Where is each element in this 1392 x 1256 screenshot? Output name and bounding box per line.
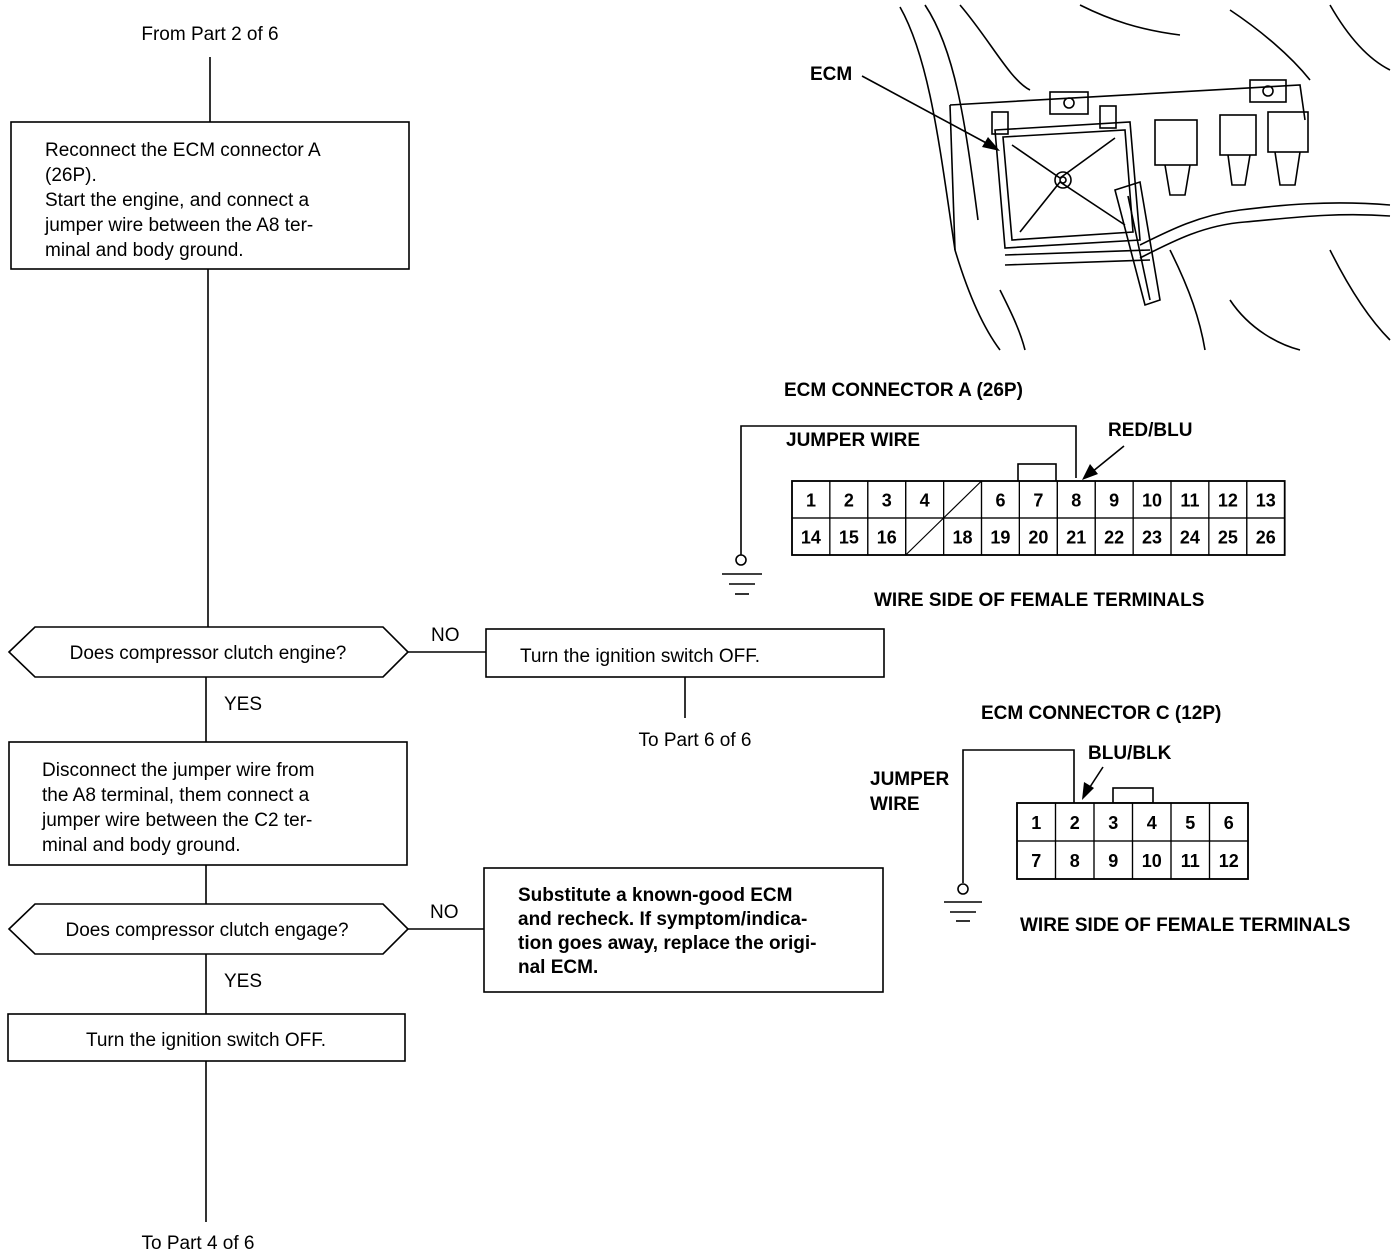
connector-c-terminal-7: 7 [1031, 851, 1041, 871]
step-box-disconnect [8, 741, 408, 866]
step-box-reconnect-line1: Reconnect the ECM connector A [45, 140, 321, 161]
connector-a-terminal-13: 13 [1256, 491, 1276, 511]
step-box-reconnect-line2: (26P). [45, 165, 97, 186]
connector-a-jumper-wire [740, 425, 1077, 555]
connector-c-terminal-1: 1 [1031, 813, 1041, 833]
connector-a-terminal-26: 26 [1256, 528, 1276, 548]
connector-c-diagram: ECM CONNECTOR C (12P) BLU/BLK JUMPER WIR… [870, 703, 1350, 936]
yes-label-1: YES [224, 694, 262, 715]
connector-a-empty-cavity [905, 517, 945, 556]
connector-c-terminal-10: 10 [1142, 851, 1162, 871]
ecm-pointer-line [861, 75, 991, 146]
step-box-substitute-line4: nal ECM. [518, 957, 598, 978]
step-box-disconnect-line2: the A8 terminal, them connect a [42, 785, 310, 806]
connector-c-cell [1208, 840, 1249, 880]
step-box-disconnect-line4: minal and body ground. [42, 835, 241, 856]
to-part-4-label: To Part 4 of 6 [141, 1233, 254, 1254]
yes-label-2: YES [224, 971, 262, 992]
step-box-substitute-line2: and recheck. If symptom/indica- [518, 909, 807, 930]
step-box-reconnect-line4: jumper wire between the A8 ter- [44, 215, 313, 236]
connector-a-terminal-8: 8 [1071, 491, 1081, 511]
connector-c-latch [1112, 787, 1154, 804]
step-box-ignition-off-final [7, 1013, 406, 1062]
connector-a-terminal-24: 24 [1180, 528, 1200, 548]
connector-a-terminal-23: 23 [1142, 528, 1162, 548]
step-box-substitute-line1: Substitute a known-good ECM [518, 885, 792, 906]
connector-a-terminal-1: 1 [806, 491, 816, 511]
step-box-ignition-off-final-text: Turn the ignition switch OFF. [86, 1030, 326, 1051]
connector-a-terminal-22: 22 [1104, 528, 1124, 548]
connector-a-empty-cavity [943, 480, 982, 519]
connector-c-jumper-label-line1: JUMPER [870, 769, 949, 790]
arrow-icon [982, 137, 1000, 151]
flowchart: From Part 2 of 6 Reconnect the ECM conne… [7, 24, 885, 1254]
step-box-disconnect-line1: Disconnect the jumper wire from [42, 760, 314, 781]
connector-a-terminal-6: 6 [995, 491, 1005, 511]
connector-c-wire-color: BLU/BLK [1088, 743, 1172, 764]
connector-c-terminal-4: 4 [1147, 813, 1157, 833]
connector-a-terminal-7: 7 [1033, 491, 1043, 511]
step-box-ignition-off-no [485, 628, 885, 678]
connector-c-terminal-6: 6 [1224, 813, 1234, 833]
connector-a-terminal-10: 10 [1142, 491, 1162, 511]
step-box-reconnect [10, 121, 410, 270]
connector-c-terminal-8: 8 [1070, 851, 1080, 871]
connector-a-terminal-21: 21 [1066, 528, 1086, 548]
connector-c-terminal-12: 12 [1219, 851, 1239, 871]
to-part-6-label: To Part 6 of 6 [638, 730, 751, 751]
connector-a-terminal-20: 20 [1028, 528, 1048, 548]
step-box-reconnect-line5: minal and body ground. [45, 240, 244, 261]
connector-c-terminal-5: 5 [1185, 813, 1195, 833]
connector-a-terminal-12: 12 [1218, 491, 1238, 511]
connector-a-terminal-3: 3 [882, 491, 892, 511]
ecm-label: ECM [810, 64, 852, 85]
step-box-substitute-line3: tion goes away, replace the origi- [518, 933, 816, 954]
connector-a-wire-color: RED/BLU [1108, 420, 1192, 441]
ecm-unit-icon [899, 4, 1391, 351]
ground-icon [944, 883, 982, 922]
connector-a-terminal-16: 16 [877, 528, 897, 548]
connector-a-terminal-9: 9 [1109, 491, 1119, 511]
connector-a-terminal-15: 15 [839, 528, 859, 548]
connector-a-terminal-19: 19 [990, 528, 1010, 548]
arrow-icon [1082, 464, 1098, 480]
step-box-ignition-off-no-text: Turn the ignition switch OFF. [520, 646, 760, 667]
step-box-reconnect-line3: Start the engine, and connect a [45, 190, 310, 211]
connector-a-cell [1246, 517, 1286, 556]
connector-c-terminal-3: 3 [1108, 813, 1118, 833]
connector-c-jumper-label-line2: WIRE [870, 794, 920, 815]
connector-c-terminal-2: 2 [1070, 813, 1080, 833]
connector-a-footer: WIRE SIDE OF FEMALE TERMINALS [874, 590, 1204, 611]
from-part-label: From Part 2 of 6 [141, 24, 278, 45]
connector-a-terminal-25: 25 [1218, 528, 1238, 548]
step-box-disconnect-line3: jumper wire between the C2 ter- [41, 810, 312, 831]
connector-a-terminal-2: 2 [844, 491, 854, 511]
connector-c-terminal-9: 9 [1108, 851, 1118, 871]
connector-a-terminal-18: 18 [953, 528, 973, 548]
no-label-1: NO [431, 625, 460, 646]
arrow-icon [1082, 782, 1094, 800]
connector-a-title: ECM CONNECTOR A (26P) [784, 380, 1023, 401]
ground-icon [722, 554, 762, 595]
connector-c-footer: WIRE SIDE OF FEMALE TERMINALS [1020, 915, 1350, 936]
connector-c-terminal-11: 11 [1181, 851, 1200, 871]
connector-a-terminal-14: 14 [801, 528, 821, 548]
connector-a-terminal-4: 4 [920, 491, 930, 511]
ecm-illustration: ECM [810, 4, 1391, 351]
connector-c-jumper-wire [962, 749, 1075, 883]
decision-clutch-engine-text: Does compressor clutch engine? [70, 643, 347, 664]
step-box-substitute-ecm [483, 867, 884, 993]
no-label-2: NO [430, 902, 459, 923]
connector-a-diagram: ECM CONNECTOR A (26P) JUMPER WIRE RED/BL… [722, 380, 1286, 611]
connector-c-title: ECM CONNECTOR C (12P) [981, 703, 1221, 724]
connector-a-latch [1017, 463, 1057, 483]
decision-clutch-engage-text: Does compressor clutch engage? [65, 920, 348, 941]
connector-a-terminal-11: 11 [1180, 491, 1199, 511]
connector-a-jumper-label: JUMPER WIRE [786, 430, 920, 451]
